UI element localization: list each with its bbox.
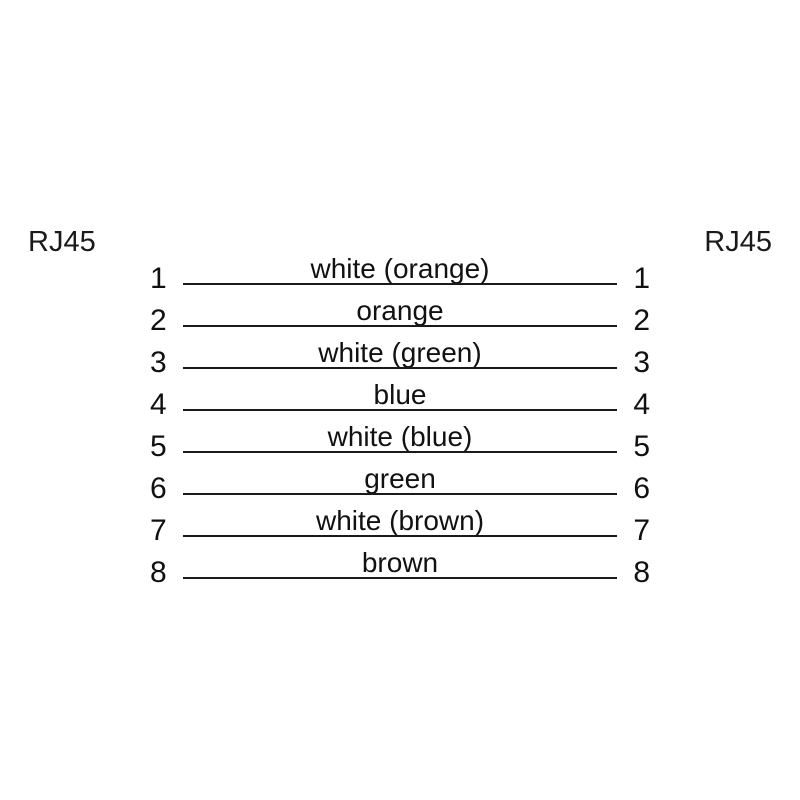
wire-color-label: white (brown) (315, 505, 485, 536)
pin-number-right: 1 (633, 262, 650, 295)
pin-number-right: 5 (633, 430, 650, 463)
wire-line (183, 283, 617, 285)
wire-color-label: orange (356, 295, 444, 326)
wire-row: 3 white (green) 3 (150, 327, 650, 378)
wire-color-label: white (blue) (327, 421, 473, 452)
pin-number-left: 1 (150, 262, 167, 295)
connector-label-left: RJ45 (28, 226, 96, 258)
pin-number-left: 5 (150, 430, 167, 463)
wire-row: 8 brown 8 (150, 537, 650, 588)
wire-row: 7 white (brown) 7 (150, 495, 650, 546)
pin-number-left: 4 (150, 388, 167, 421)
wire-color-label: white (orange) (310, 253, 490, 284)
pin-number-left: 3 (150, 346, 167, 379)
pin-number-right: 7 (633, 514, 650, 547)
pin-number-left: 7 (150, 514, 167, 547)
wire-color-label: green (364, 463, 436, 494)
pin-number-left: 6 (150, 472, 167, 505)
wire-row: 4 blue 4 (150, 369, 650, 420)
wire-color-label: blue (373, 379, 427, 410)
pin-number-left: 8 (150, 556, 167, 589)
pin-number-right: 4 (633, 388, 650, 421)
wire-row: 5 white (blue) 5 (150, 411, 650, 462)
wire-list: 1 white (orange) 1 2 orange 2 3 white (g… (150, 243, 650, 588)
pin-number-right: 6 (633, 472, 650, 505)
wire-line (183, 493, 617, 495)
wire-line (183, 535, 617, 537)
wire-line (183, 367, 617, 369)
wire-line (183, 325, 617, 327)
wire-color-label: white (green) (318, 337, 482, 368)
wire-color-label: brown (361, 547, 439, 578)
pin-number-right: 8 (633, 556, 650, 589)
pin-number-right: 2 (633, 304, 650, 337)
wire-row: 2 orange 2 (150, 285, 650, 336)
pin-number-left: 2 (150, 304, 167, 337)
wire-row: 1 white (orange) 1 (150, 243, 650, 294)
pin-number-right: 3 (633, 346, 650, 379)
connector-label-right: RJ45 (704, 226, 772, 258)
wire-line (183, 451, 617, 453)
wire-line (183, 409, 617, 411)
wire-row: 6 green 6 (150, 453, 650, 504)
wire-line (183, 577, 617, 579)
